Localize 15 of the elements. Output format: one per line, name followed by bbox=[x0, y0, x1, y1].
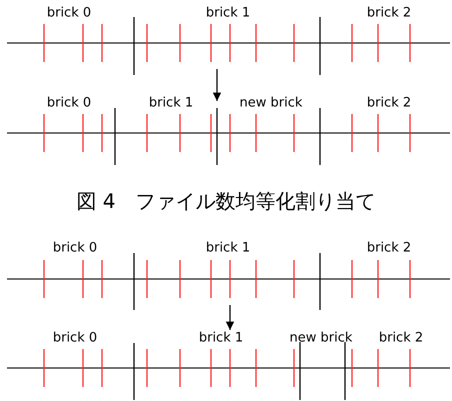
brick-label: brick 1 bbox=[206, 240, 250, 256]
brick-label: brick 0 bbox=[46, 6, 92, 20]
brick-label: brick 2 bbox=[366, 6, 412, 20]
brick-label: new brick bbox=[290, 330, 352, 346]
brick-label: brick 0 bbox=[52, 330, 98, 346]
brick-label: new brick bbox=[240, 96, 302, 110]
figure-caption: 図 4 ファイル数均等化割り当て bbox=[75, 188, 377, 214]
brick-label: brick 0 bbox=[46, 96, 92, 110]
brick-label: brick 1 bbox=[198, 330, 244, 346]
brick-label: brick 2 bbox=[366, 240, 412, 256]
brick-label: brick 1 bbox=[148, 96, 194, 110]
brick-label: brick 0 bbox=[52, 240, 98, 256]
brick-label: brick 2 bbox=[366, 96, 412, 110]
brick-label: brick 1 bbox=[206, 6, 250, 20]
brick-label: brick 2 bbox=[378, 330, 424, 346]
